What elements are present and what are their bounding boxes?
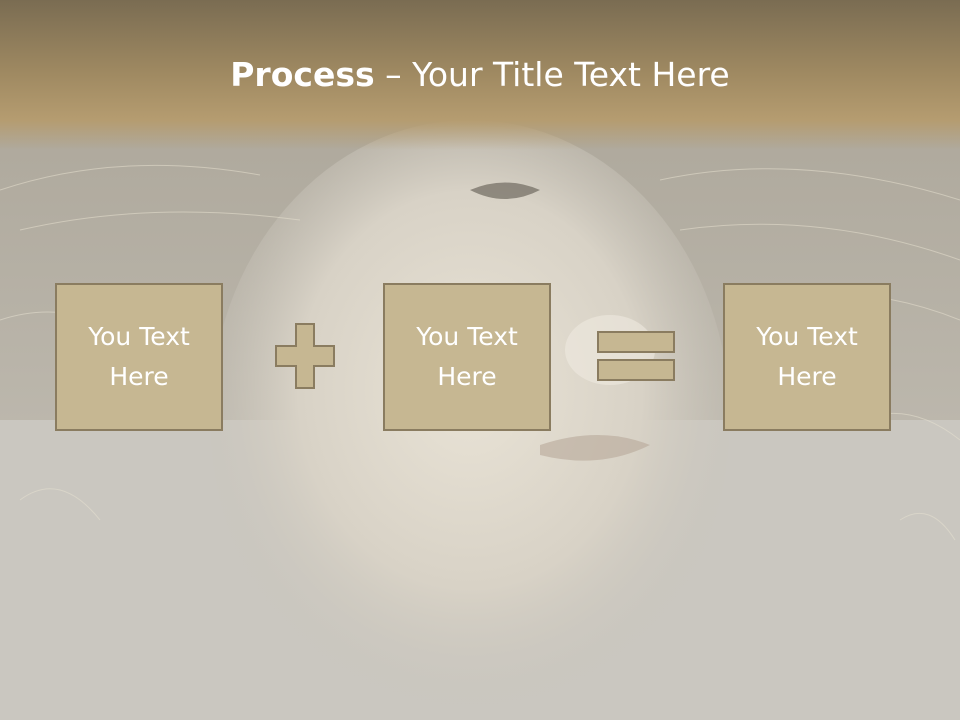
title-rest: Your Title Text Here [412,55,730,94]
text-box-2[interactable]: You Text Here [383,283,551,431]
equals-icon [597,331,675,381]
title-bold: Process [230,55,375,94]
text-box-3[interactable]: You Text Here [723,283,891,431]
text-box-1-label: You Text Here [88,322,190,391]
text-box-2-label: You Text Here [416,322,518,391]
title-separator: – [374,55,413,94]
plus-icon [275,323,335,389]
slide-title: Process – Your Title Text Here [0,52,960,98]
title-band [0,0,960,150]
text-box-1[interactable]: You Text Here [55,283,223,431]
text-box-3-label: You Text Here [756,322,858,391]
